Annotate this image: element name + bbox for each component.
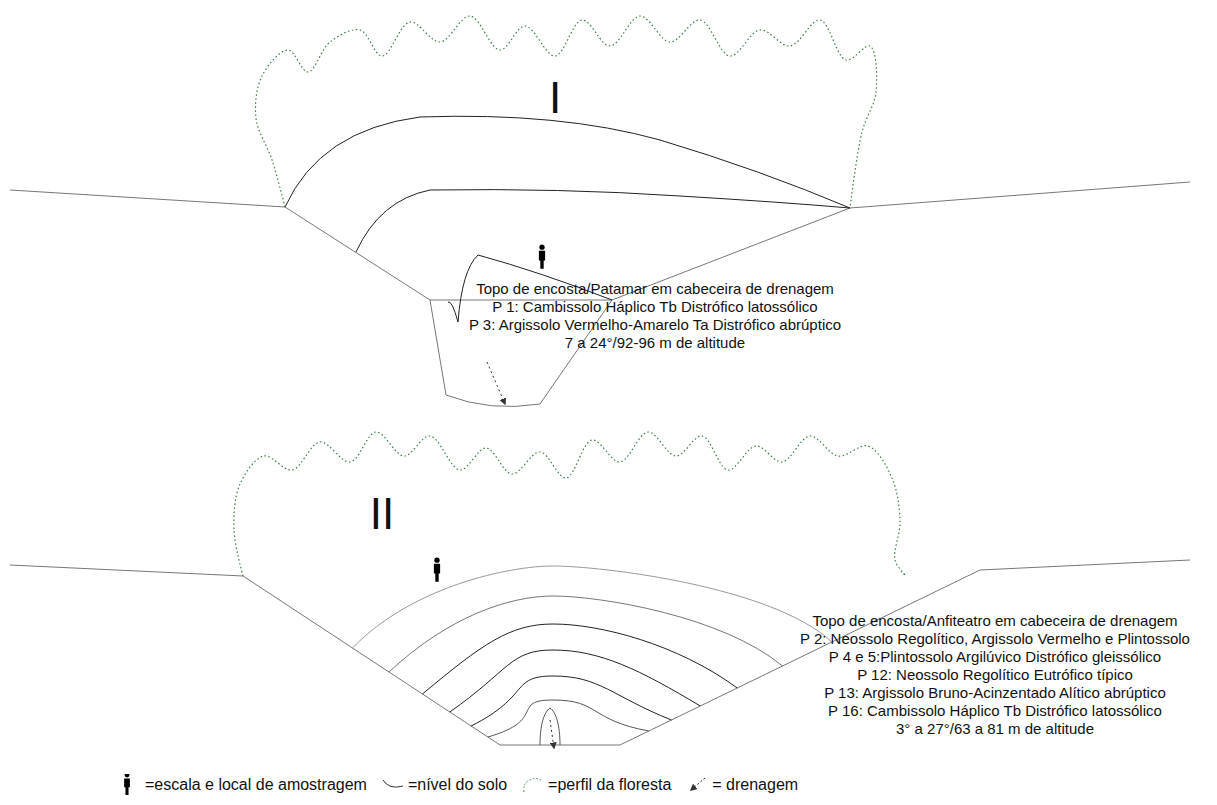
drainage-channel bbox=[540, 708, 560, 745]
soil-layer bbox=[352, 566, 831, 648]
legend-symbol bbox=[118, 774, 142, 796]
legend-symbol bbox=[685, 774, 709, 796]
soil-layer bbox=[356, 190, 850, 252]
caption-line: P 13: Argissolo Bruno-Acinzentado Alític… bbox=[824, 684, 1166, 702]
soil-layer bbox=[389, 596, 783, 672]
caption-line: 7 a 24°/92-96 m de altitude bbox=[565, 334, 745, 352]
section-number: I bbox=[549, 72, 561, 125]
legend-symbol bbox=[521, 774, 545, 796]
legend-text: =perfil da floresta bbox=[548, 776, 671, 794]
section-number: II bbox=[370, 488, 394, 541]
ground-symbol bbox=[383, 780, 403, 787]
scale-figure bbox=[539, 245, 545, 269]
caption-line: P 3: Argissolo Vermelho-Amarelo Ta Distr… bbox=[469, 316, 841, 334]
ground-line bbox=[10, 560, 1190, 745]
forest-profile bbox=[255, 16, 876, 208]
scale-figure bbox=[124, 774, 130, 795]
caption-line: Topo de encosta/Patamar em cabeceira de … bbox=[476, 280, 834, 298]
soil-notch bbox=[430, 300, 612, 407]
ground-line bbox=[10, 182, 1190, 300]
legend-text: =escala e local de amostragem bbox=[145, 776, 367, 794]
forest-profile bbox=[234, 432, 905, 576]
caption-line: P 1: Cambissolo Háplico Tb Distrófico la… bbox=[492, 298, 817, 316]
legend-item: =perfil da floresta bbox=[521, 774, 671, 796]
forest-symbol bbox=[524, 779, 541, 793]
soil-layer bbox=[450, 650, 700, 712]
drainage-arrow bbox=[487, 362, 505, 404]
soil-layer bbox=[285, 116, 850, 208]
legend-item: =escala e local de amostragem bbox=[118, 774, 367, 796]
caption-line: P 2: Neossolo Regolítico, Argissolo Verm… bbox=[800, 630, 1190, 648]
drainage-arrow bbox=[550, 720, 554, 748]
legend-text: =nível do solo bbox=[408, 776, 507, 794]
scale-figure bbox=[434, 558, 440, 582]
legend-item: =nível do solo bbox=[381, 774, 507, 796]
drainage-symbol bbox=[691, 778, 705, 790]
legend-item: = drenagem bbox=[685, 774, 798, 796]
soil-layer bbox=[422, 624, 737, 694]
caption-line: P 4 e 5:Plintossolo Argilúvico Distrófic… bbox=[829, 648, 1161, 666]
caption-line: Topo de encosta/Anfiteatro em cabeceira … bbox=[812, 612, 1177, 630]
legend-text: = drenagem bbox=[712, 776, 798, 794]
legend-symbol bbox=[381, 774, 405, 796]
caption-line: P 12: Neossolo Regolítico Eutrófico típi… bbox=[857, 666, 1133, 684]
soil-layer bbox=[488, 700, 649, 737]
caption-line: 3° a 27°/63 a 81 m de altitude bbox=[896, 720, 1094, 738]
caption-line: P 16: Cambissolo Háplico Tb Distrófico l… bbox=[828, 702, 1162, 720]
legend: =escala e local de amostragem =nível do s… bbox=[118, 774, 798, 796]
